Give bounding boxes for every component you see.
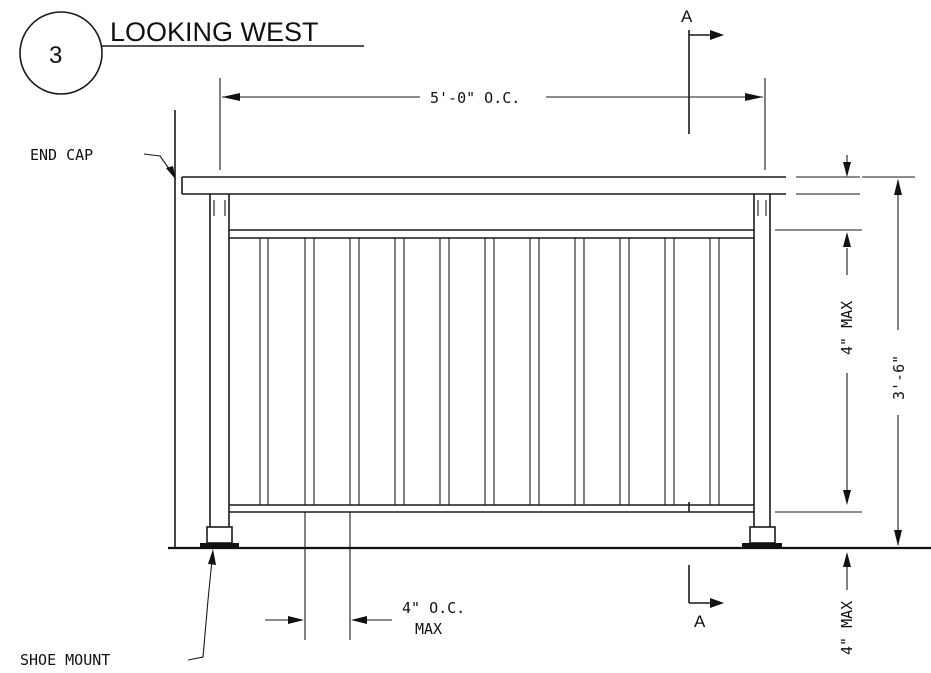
picket <box>574 238 585 505</box>
pickets <box>259 238 720 505</box>
picket <box>349 238 360 505</box>
detail-number: 3 <box>49 42 62 69</box>
dim-arrow-head-lower <box>843 490 851 505</box>
section-arrow-top <box>710 30 724 40</box>
left-post <box>200 194 239 548</box>
picket-gap-top-label: 4" MAX <box>838 301 856 355</box>
post-spacing-dimension: 5'-0" O.C. <box>219 78 766 170</box>
overall-height-label: 3'-6" <box>890 355 908 400</box>
shoe-mount-label: SHOE MOUNT <box>20 651 110 669</box>
overall-height-dimension: 3'-6" <box>862 176 915 546</box>
right-base-plate <box>742 543 782 548</box>
bottom-clearance-dimension: 4" MAX <box>838 552 856 655</box>
picket <box>439 238 450 505</box>
picket-spacing-label-line1: 4" O.C. <box>402 599 465 617</box>
dim-arrow-clearance <box>843 552 851 567</box>
end-cap-leader <box>143 153 171 171</box>
dimension-arrow-right <box>745 93 763 101</box>
shoe-mount-leader <box>187 559 213 661</box>
detail-title-block: 3 LOOKING WEST <box>19 11 364 95</box>
post-spacing-label: 5'-0" O.C. <box>430 89 520 107</box>
section-arrow-bottom <box>710 598 724 608</box>
top-rail <box>181 176 860 195</box>
end-cap-label: END CAP <box>30 146 93 164</box>
picket-gap-top-dimension: 4" MAX <box>775 155 862 513</box>
section-marker-bottom: A <box>694 612 706 631</box>
picket <box>529 238 540 505</box>
picket-spacing-dimension: 4" O.C. MAX <box>265 512 465 640</box>
dim-arrow-height-bottom <box>894 530 902 546</box>
picket <box>394 238 405 505</box>
dim-arrow-head-upper <box>843 232 851 247</box>
picket <box>484 238 495 505</box>
end-cap-callout: END CAP <box>30 146 176 180</box>
shoe-mount-leader-arrow <box>208 549 216 565</box>
right-post <box>742 194 782 548</box>
picket <box>664 238 675 505</box>
picket-spacing-label-line2: MAX <box>415 620 442 638</box>
picket <box>619 238 630 505</box>
right-shoe-mount <box>749 526 776 544</box>
dim-arrow-head-top <box>843 162 851 177</box>
bottom-clearance-label: 4" MAX <box>838 601 856 655</box>
dimension-arrow-left <box>222 93 240 101</box>
left-shoe-mount <box>206 526 233 544</box>
upper-rail <box>229 229 754 239</box>
dim-arrow-spacing-right <box>351 616 367 624</box>
dim-arrow-height-top <box>894 179 902 195</box>
detail-number-bubble <box>19 11 103 95</box>
left-base-plate <box>200 543 239 548</box>
shoe-mount-callout: SHOE MOUNT <box>20 549 216 669</box>
end-cap-leader-arrow <box>166 166 176 180</box>
picket <box>259 238 269 505</box>
section-marker-top: A <box>681 7 693 26</box>
detail-title: LOOKING WEST <box>110 17 319 47</box>
dim-arrow-spacing-left <box>288 616 304 624</box>
section-cut-a: A A <box>681 7 724 631</box>
lower-rail <box>229 504 754 513</box>
picket <box>709 238 720 505</box>
picket <box>304 238 315 505</box>
